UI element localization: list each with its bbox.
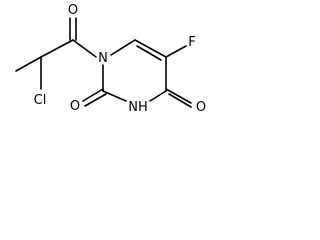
bond-n3-c2 [102, 90, 127, 102]
label-cl: Cl [34, 93, 47, 108]
label-o-acyl: O [68, 3, 78, 18]
label-o2: O [70, 99, 80, 114]
label-f: F [188, 35, 195, 50]
bond-c6-c5-a [134, 39, 167, 58]
bond-c4-n3 [149, 90, 167, 102]
bonds [15, 17, 192, 108]
molecule-structure: O F N Cl O O NH [15, 3, 206, 115]
bond-c4-o4-b [168, 93, 192, 108]
bond-c4-o4-a [165, 88, 192, 104]
bond-n1-c6 [110, 39, 136, 56]
atom-labels: O F N Cl O O NH [34, 3, 206, 115]
bond-carbonyl-n1 [72, 39, 97, 58]
bond-chcl-carbonyl [40, 39, 74, 58]
bond-c2-o2-a [82, 88, 104, 102]
label-o4: O [196, 100, 206, 115]
label-n3h: NH [128, 100, 148, 115]
bond-c6-c5-b [136, 45, 162, 61]
bond-c2-o2-b [84, 93, 107, 107]
label-n1: N [98, 51, 108, 66]
bond-c5-f [165, 45, 187, 58]
bond-ch3-chcl [15, 56, 42, 72]
